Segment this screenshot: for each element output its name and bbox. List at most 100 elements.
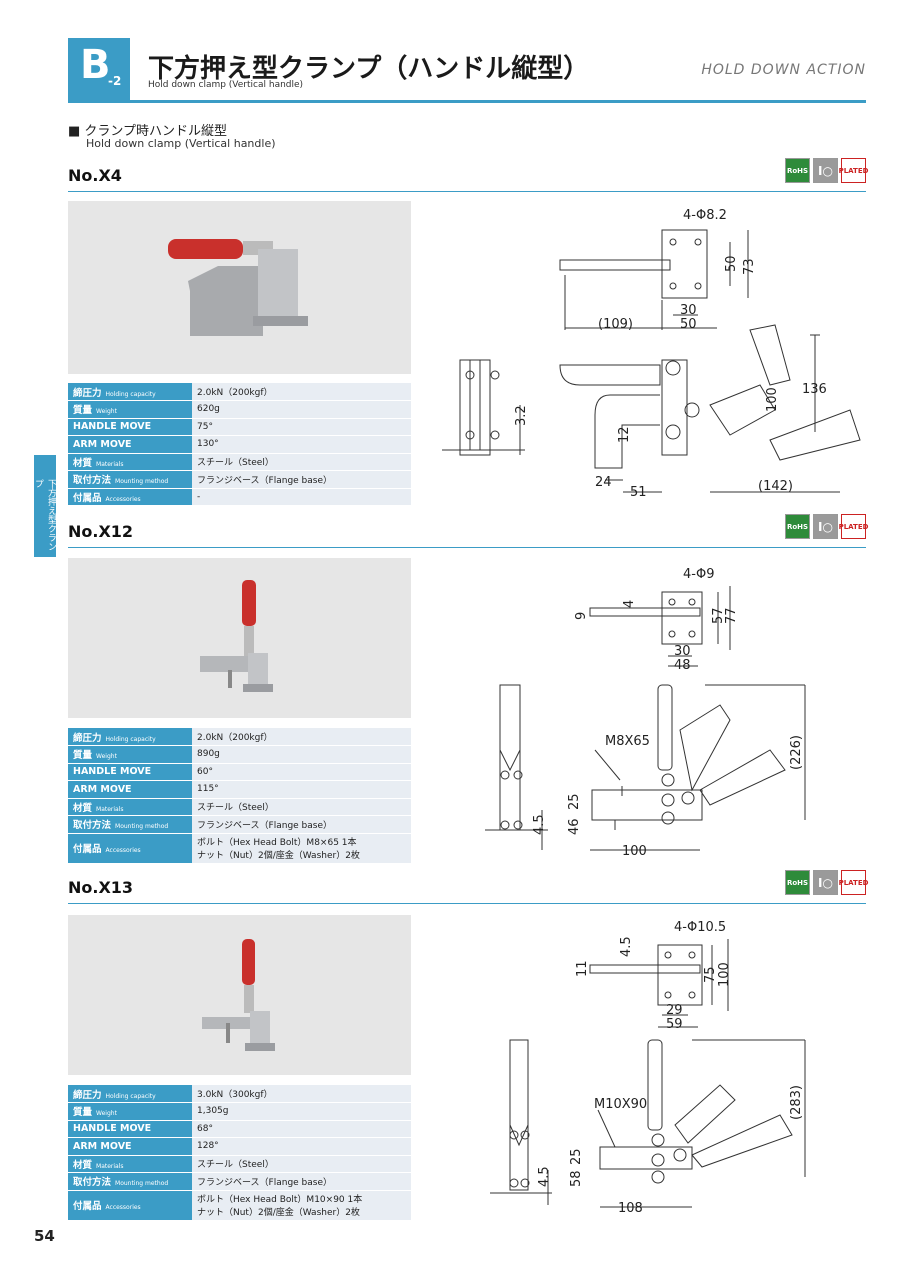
product-photo-x12 [68, 558, 411, 718]
spec-value-text: 130° [197, 439, 219, 450]
spec-value-text: ボルト（Hex Head Bolt）M10×90 1本 [197, 1195, 363, 1205]
header-rule [68, 100, 866, 103]
spec-value: スチール（Steel） [192, 1155, 411, 1173]
spec-value: 130° [192, 435, 411, 454]
spec-key-label: 締圧力 [73, 732, 102, 744]
spec-value-text: スチール（Steel） [197, 803, 274, 814]
plated-icon: PLATED [839, 870, 868, 895]
plated-icon: PLATED [839, 158, 868, 183]
plated-icon: PLATED [839, 514, 868, 539]
spec-key: ARM MOVE [68, 435, 192, 454]
spec-key-label: 締圧力 [73, 1089, 102, 1101]
spec-row: HANDLE MOVE 68° [68, 1120, 411, 1138]
side-tab[interactable]: 下方押え型クランプ [33, 455, 56, 557]
spec-value-text: 1,305g [197, 1106, 229, 1117]
spec-value: 3.0kN（300kgf） [192, 1085, 411, 1103]
dim-a: 75 [703, 966, 718, 983]
model-name: No.X13 [68, 878, 134, 897]
spec-value: 68° [192, 1120, 411, 1138]
spec-key-english: Materials [96, 805, 124, 813]
page-title: 下方押え型クランプ（ハンドル縦型） [148, 54, 590, 84]
drawing-x4: 4-Φ8.2 50 73 (109) 30 50 136 100 12 24 5… [442, 208, 861, 500]
clamp-photo [168, 239, 308, 336]
dim-h: (283) [789, 1085, 804, 1120]
dim-f: 59 [666, 1017, 683, 1032]
spec-key-english: Materials [96, 1162, 124, 1170]
spec-value: フランジベース（Flange base） [192, 815, 411, 834]
dim-l: 3.2 [514, 405, 529, 426]
dim-i: 24 [595, 475, 612, 490]
dim-l: 4.5 [537, 1166, 552, 1187]
dim-b: 100 [717, 962, 732, 987]
dim-b: 73 [742, 258, 757, 275]
spec-key-label: 取付方法 [73, 475, 112, 487]
spec-value: 2.0kN（200kgf） [192, 728, 411, 746]
dim-c: (109) [598, 317, 633, 332]
spec-value: スチール（Steel） [192, 798, 411, 816]
badge-letter: B [80, 42, 111, 88]
spec-key: ARM MOVE [68, 780, 192, 799]
spec-key-label: 取付方法 [73, 1177, 112, 1189]
dim-j: 58 [569, 1170, 584, 1187]
spec-key: HANDLE MOVE [68, 418, 192, 436]
dim-j: 51 [630, 485, 647, 500]
clamp-photo [200, 580, 273, 692]
spec-value: 128° [192, 1137, 411, 1156]
spec-key-english: Holding capacity [105, 1092, 156, 1100]
spec-value-text: 75° [197, 421, 213, 432]
icon-group: RoHS I○ PLATED [785, 158, 868, 183]
spec-value-text: フランジベース（Flange base） [197, 1177, 333, 1188]
section-title: ■ クランプ時ハンドル縦型 [68, 124, 228, 139]
spec-value: 60° [192, 763, 411, 781]
spec-row: ARM MOVE 115° [68, 780, 411, 799]
spec-value-text: 2.0kN（200kgf） [197, 733, 273, 743]
product-photo-x13 [68, 915, 411, 1075]
dim-b: 77 [724, 607, 739, 624]
dim-holes: 4-Φ9 [683, 567, 714, 582]
section-subtitle: Hold down clamp (Vertical handle) [86, 137, 276, 150]
spec-value-text: 60° [197, 766, 213, 777]
drawing-x12: 4-Φ9 57 77 9 4 30 48 M8X65 (226) 25 46 1… [485, 567, 806, 859]
io-icon: I○ [813, 514, 838, 539]
dim-a: 57 [711, 607, 726, 624]
page-subtitle: Hold down clamp (Vertical handle) [148, 80, 304, 90]
dim-g: M10X90 [594, 1097, 647, 1112]
dim-g: 100 [765, 387, 780, 412]
badge-sub: -2 [108, 74, 122, 88]
spec-key-english: Mounting method [115, 823, 169, 831]
dim-k: 108 [618, 1201, 643, 1215]
dim-i: 25 [569, 1148, 584, 1165]
io-icon: I○ [813, 870, 838, 895]
dim-e: 50 [680, 317, 697, 332]
spec-value-text: スチール（Steel） [197, 1160, 274, 1171]
clamp-photo [202, 939, 275, 1051]
model-heading-x13: No.X13 RoHS I○ PLATED [68, 870, 868, 904]
spec-key-label: HANDLE MOVE [73, 1123, 152, 1135]
page-number: 54 [34, 1227, 55, 1245]
dim-holes: 4-Φ8.2 [683, 208, 727, 223]
dim-e: 30 [674, 644, 691, 659]
model-name: No.X12 [68, 522, 134, 541]
spec-value-text: 115° [197, 784, 219, 795]
spec-value: フランジベース（Flange base） [192, 470, 411, 489]
spec-row: HANDLE MOVE 75° [68, 418, 411, 436]
spec-key-english: Mounting method [115, 478, 169, 486]
spec-value-text: 68° [197, 1123, 213, 1134]
dim-k: 100 [622, 844, 647, 859]
